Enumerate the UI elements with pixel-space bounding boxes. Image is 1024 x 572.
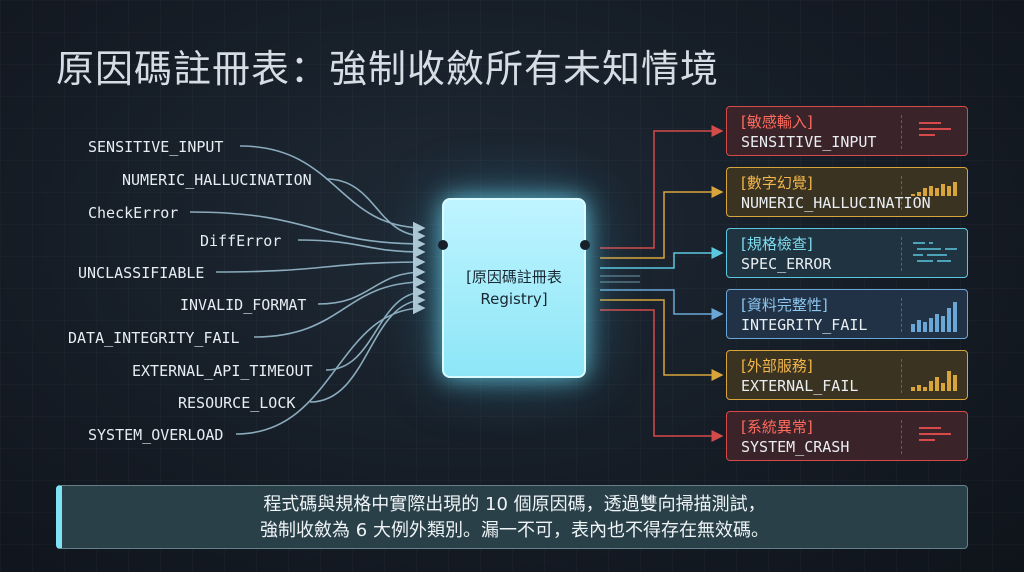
output-wire (600, 247, 724, 269)
card-divider (901, 420, 902, 454)
input-wire (253, 275, 426, 338)
category-name: [規格檢查] (741, 235, 813, 253)
output-wire (600, 125, 724, 249)
category-code: SPEC_ERROR (741, 255, 832, 273)
dashed-lines-icon (913, 242, 957, 262)
card-divider (901, 359, 902, 393)
category-code: EXTERNAL_FAIL (741, 377, 859, 395)
category-name: [敏感輸入] (741, 113, 813, 131)
category-code: SYSTEM_CRASH (741, 438, 850, 456)
registry-label-line1: [原因碼註冊表 (466, 268, 562, 286)
category-name: [數字幻覺] (741, 174, 813, 192)
registry-port-right (580, 240, 590, 250)
summary-line1: 程式碼與規格中實際出現的 10 個原因碼，透過雙向掃描測試， (263, 494, 766, 515)
text-lines-icon (919, 122, 951, 136)
source-code-item: INVALID_FORMAT (180, 296, 307, 314)
category-name: [外部服務] (741, 357, 813, 375)
registry-port-left (438, 240, 448, 250)
category-code: NUMERIC_HALLUCINATION (741, 194, 931, 212)
category-name: [資料完整性] (741, 296, 828, 314)
source-code-item: SENSITIVE_INPUT (88, 138, 224, 156)
text-lines-icon (919, 427, 951, 441)
source-code-item: DATA_INTEGRITY_FAIL (68, 329, 240, 347)
registry-label: [原因碼註冊表 Registry] (444, 266, 584, 310)
input-wire (189, 211, 426, 251)
category-card-sensitive: [敏感輸入] SENSITIVE_INPUT (726, 106, 968, 156)
category-code: SENSITIVE_INPUT (741, 133, 877, 151)
category-card-spec: [規格檢查] SPEC_ERROR (726, 228, 968, 278)
registry-box: [原因碼註冊表 Registry] (438, 198, 590, 378)
category-name: [系統異常] (741, 418, 813, 436)
source-code-item: SYSTEM_OVERLOAD (88, 426, 224, 444)
source-code-item: DiffError (200, 232, 282, 250)
input-wire (297, 239, 426, 259)
source-code-item: CheckError (88, 204, 179, 222)
bar-chart-icon (911, 182, 957, 196)
page-title: 原因碼註冊表：強制收斂所有未知情境 (56, 47, 720, 91)
bar-chart-icon (911, 302, 957, 332)
output-wire (600, 289, 724, 320)
category-card-numeric: [數字幻覺] NUMERIC_HALLUCINATION (726, 167, 968, 217)
card-divider (901, 298, 902, 332)
category-card-external: [外部服務] EXTERNAL_FAIL (726, 350, 968, 400)
input-wire (325, 285, 426, 371)
input-wire (215, 255, 426, 273)
input-wire (235, 301, 426, 435)
input-wire (239, 145, 426, 235)
output-wire (600, 309, 724, 442)
summary-line2: 強制收斂為 6 大例外類別。漏一不可，表內也不得存在無效碼。 (260, 520, 769, 541)
card-divider (901, 115, 902, 149)
summary-note: 程式碼與規格中實際出現的 10 個原因碼，透過雙向掃描測試， 強制收斂為 6 大… (56, 485, 968, 549)
category-code: INTEGRITY_FAIL (741, 316, 868, 334)
input-wire (325, 178, 426, 243)
card-divider (901, 237, 902, 271)
source-code-item: NUMERIC_HALLUCINATION (122, 171, 312, 189)
input-wire (309, 293, 426, 403)
bar-chart-icon (911, 371, 957, 391)
source-code-item: RESOURCE_LOCK (178, 394, 296, 412)
registry-label-line2: Registry] (480, 290, 548, 308)
category-card-system: [系統異常] SYSTEM_CRASH (726, 411, 968, 461)
category-card-integrity: [資料完整性] INTEGRITY_FAIL (726, 289, 968, 339)
output-wire (600, 299, 724, 381)
card-divider (901, 176, 902, 210)
input-wire (317, 265, 426, 305)
source-code-item: UNCLASSIFIABLE (78, 264, 205, 282)
output-wire (600, 186, 724, 259)
source-code-item: EXTERNAL_API_TIMEOUT (132, 362, 313, 380)
